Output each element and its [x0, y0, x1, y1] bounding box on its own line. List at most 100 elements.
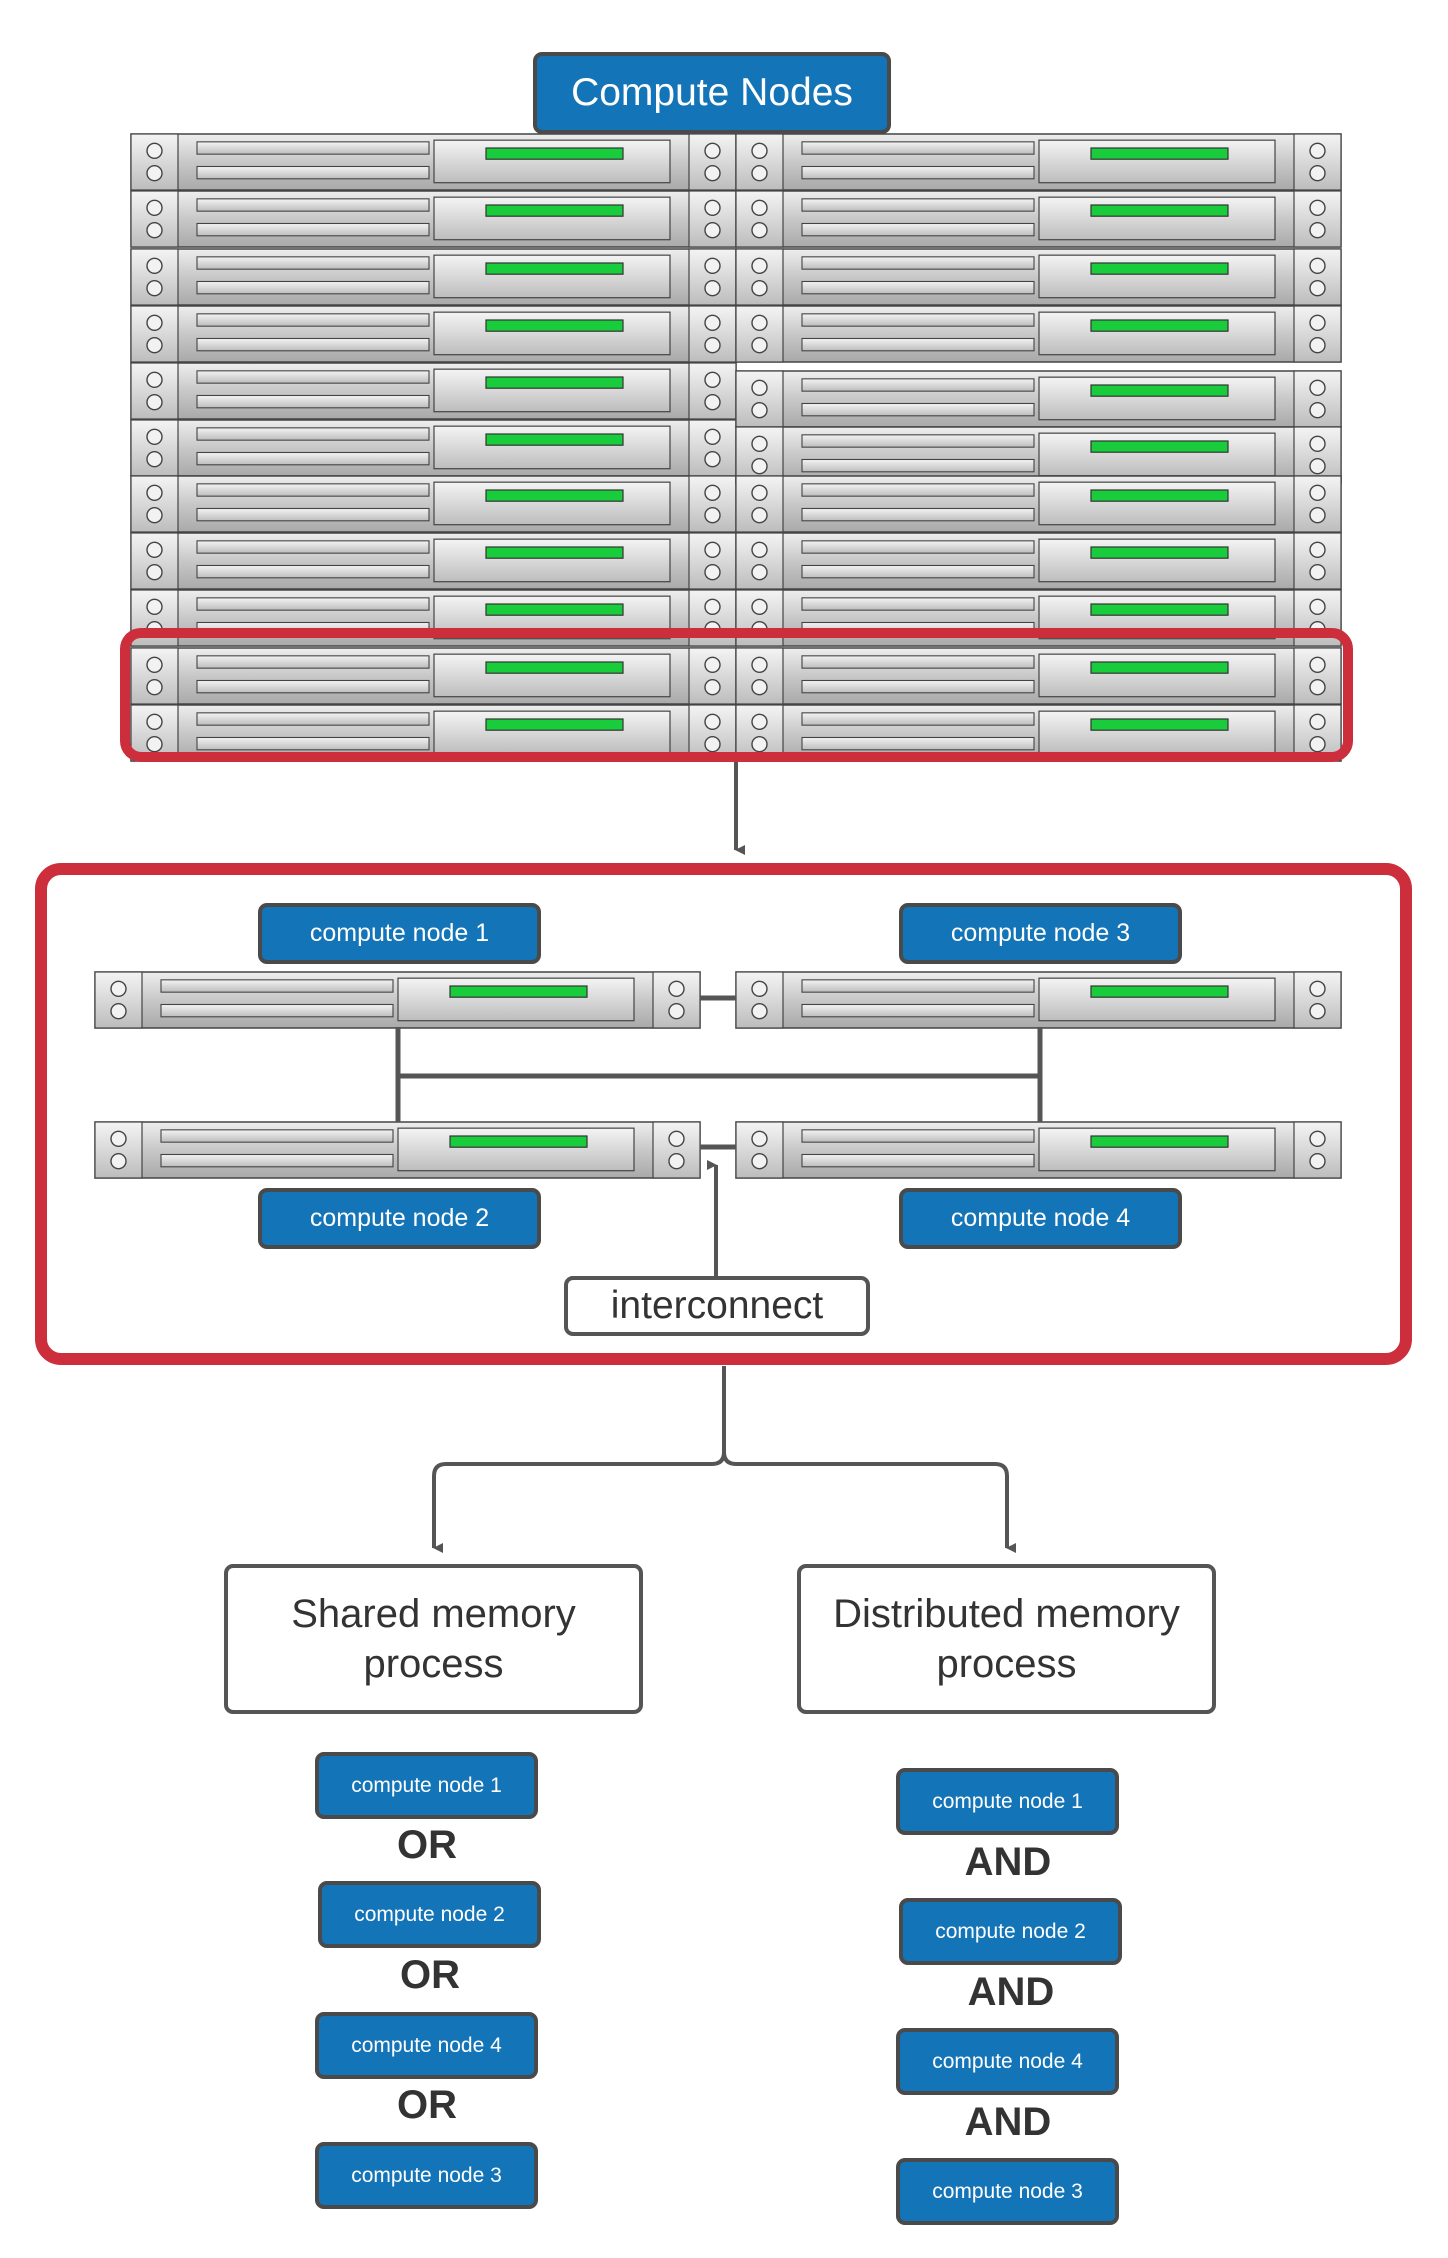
display-panel — [397, 977, 635, 1022]
display-panel — [1038, 977, 1276, 1022]
distributed-joiner-1: AND — [964, 1840, 1052, 1884]
server-screw — [146, 541, 163, 558]
server-screw — [704, 314, 721, 331]
status-led — [485, 718, 624, 731]
display-panel — [397, 1127, 635, 1172]
server-screw — [751, 402, 768, 419]
drive-slot — [801, 540, 1035, 554]
status-led — [485, 603, 624, 616]
server-screw — [146, 656, 163, 673]
server-screw — [704, 564, 721, 581]
detail-server-node-4 — [735, 1121, 1342, 1179]
drive-slot — [196, 222, 430, 237]
rack-server-right-10 — [735, 647, 1342, 705]
detail-label-node-1: compute node 1 — [258, 903, 541, 964]
server-left-ear — [735, 532, 784, 590]
drive-slot — [801, 402, 1035, 417]
server-screw — [1309, 1003, 1326, 1020]
shared-node-4: compute node 4 — [315, 2012, 538, 2079]
server-screw — [146, 394, 163, 411]
server-left-ear — [130, 475, 179, 533]
display-panel — [433, 368, 671, 413]
interconnect-label: interconnect — [564, 1276, 870, 1336]
rack-server-right-1 — [735, 133, 1342, 191]
server-screw — [1309, 164, 1326, 182]
split-arrows — [432, 1366, 1016, 1553]
drive-slot — [196, 256, 430, 270]
status-led — [449, 985, 588, 998]
server-right-ear — [1293, 532, 1342, 590]
shared-joiner-2: OR — [400, 1953, 460, 1997]
display-panel — [433, 425, 671, 470]
server-screw — [146, 564, 163, 581]
server-screw — [1309, 337, 1326, 354]
server-right-ear — [1293, 190, 1342, 248]
drive-slot — [801, 564, 1035, 579]
server-screw — [1309, 314, 1326, 331]
server-left-ear — [735, 426, 784, 484]
shared-memory-box: Shared memory process — [224, 1564, 643, 1714]
server-left-ear — [130, 248, 179, 306]
distributed-joiner-2: AND — [967, 1970, 1055, 2014]
server-screw — [704, 541, 721, 558]
server-screw — [1309, 458, 1326, 475]
shared-joiner-1: OR — [397, 1823, 457, 1867]
server-screw — [751, 980, 768, 997]
status-led — [485, 489, 624, 502]
drive-slot — [801, 1129, 1035, 1143]
server-left-ear — [130, 305, 179, 363]
server-screw — [751, 199, 768, 217]
server-screw — [751, 484, 768, 501]
server-screw — [704, 257, 721, 274]
server-right-ear — [688, 647, 737, 705]
rack-server-left-8 — [130, 532, 737, 590]
drive-slot — [160, 1003, 394, 1018]
distributed-node-3: compute node 3 — [896, 2158, 1119, 2225]
drive-slot — [801, 736, 1035, 751]
status-led — [1090, 546, 1229, 559]
drive-slot — [801, 337, 1035, 352]
status-led — [1090, 384, 1229, 397]
server-screw — [704, 142, 721, 160]
display-panel — [1038, 196, 1276, 241]
server-screw — [1309, 507, 1326, 524]
status-led — [1090, 147, 1229, 160]
server-left-ear — [735, 190, 784, 248]
server-screw — [751, 541, 768, 558]
server-left-ear — [735, 647, 784, 705]
compute-nodes-title: Compute Nodes — [533, 52, 891, 134]
drive-slot — [196, 427, 430, 441]
server-left-ear — [735, 248, 784, 306]
server-screw — [704, 484, 721, 501]
server-screw — [704, 280, 721, 297]
server-screw — [751, 257, 768, 274]
server-screw — [110, 1130, 127, 1148]
server-screw — [1309, 980, 1326, 997]
rack-column-right — [735, 133, 1342, 762]
server-screw — [110, 980, 127, 997]
shared-node-3: compute node 3 — [315, 2142, 538, 2209]
server-right-ear — [688, 305, 737, 363]
server-right-ear — [1293, 971, 1342, 1029]
highlight-selected-rows — [120, 628, 1353, 762]
rack-server-left-11 — [130, 704, 737, 762]
rack-server-right-3 — [735, 248, 1342, 306]
distributed-node-2: compute node 2 — [899, 1898, 1122, 1965]
server-screw — [146, 484, 163, 501]
arrow-to-shared — [432, 1366, 726, 1553]
server-screw — [751, 142, 768, 160]
server-screw — [1309, 142, 1326, 160]
drive-slot — [160, 1129, 394, 1143]
status-led — [485, 661, 624, 674]
server-screw — [1309, 199, 1326, 217]
server-screw — [751, 1152, 768, 1170]
display-panel — [433, 710, 671, 755]
status-led — [1090, 489, 1229, 502]
drive-slot — [196, 679, 430, 694]
server-screw — [146, 713, 163, 730]
server-left-ear — [735, 475, 784, 533]
server-right-ear — [652, 971, 701, 1029]
server-left-ear — [130, 647, 179, 705]
rack-server-left-1 — [130, 133, 737, 191]
